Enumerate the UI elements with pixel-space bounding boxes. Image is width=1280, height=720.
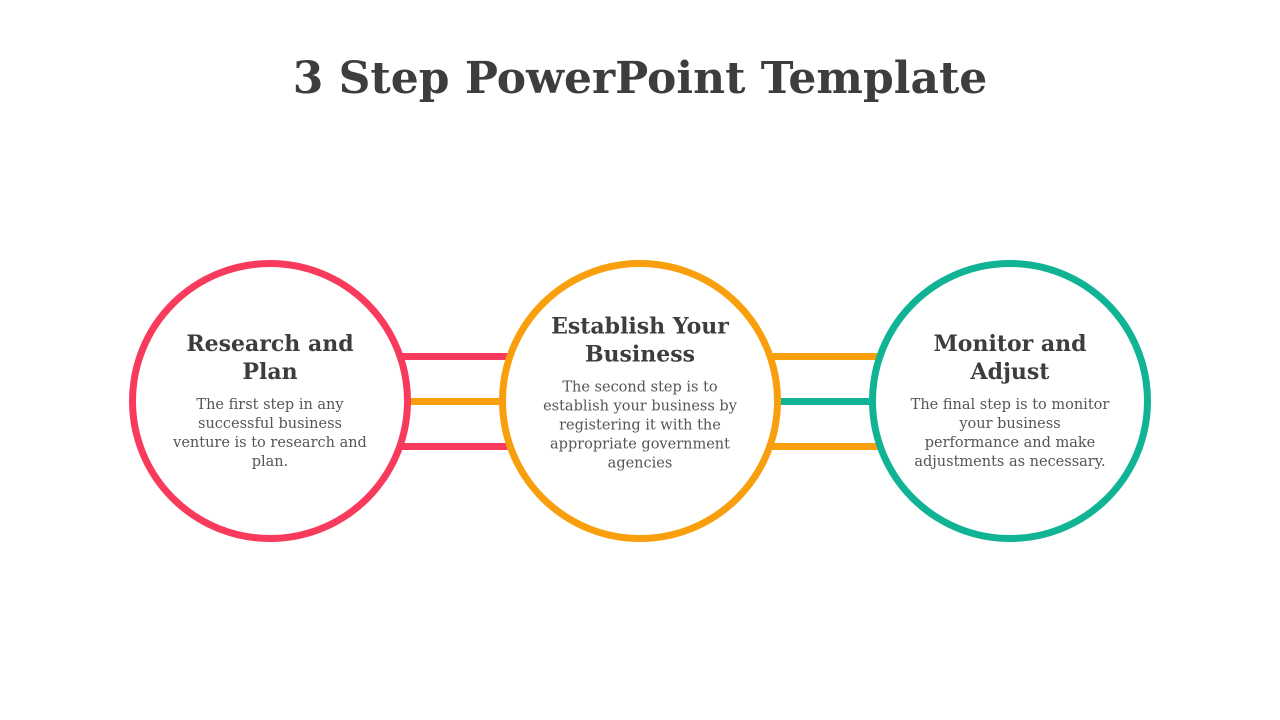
step-3-content: Monitor and Adjust The final step is to … [910,330,1110,472]
step-3-heading: Monitor and Adjust [933,331,1087,385]
step-1-heading: Research and Plan [186,331,354,385]
slide-title: 3 Step PowerPoint Template [292,53,988,104]
connector-1-middle [398,398,512,405]
connector-1-bottom [398,443,512,450]
step-1-content: Research and Plan The first step in any … [170,330,370,472]
connector-2-top [768,353,882,360]
step-3-circle: Monitor and Adjust The final step is to … [869,260,1151,542]
step-3-text: The final step is to monitor your busine… [910,397,1110,470]
step-2-circle: Establish Your Business The second step … [499,260,781,542]
step-2-content: Establish Your Business The second step … [535,313,745,474]
connector-1-top [398,353,512,360]
connector-2-middle [768,398,882,405]
step-1-circle: Research and Plan The first step in any … [129,260,411,542]
step-2-text: The second step is to establish your bus… [543,379,737,472]
step-1-text: The first step in any successful busines… [173,397,367,470]
connector-2-bottom [768,443,882,450]
step-2-heading: Establish Your Business [551,313,729,368]
